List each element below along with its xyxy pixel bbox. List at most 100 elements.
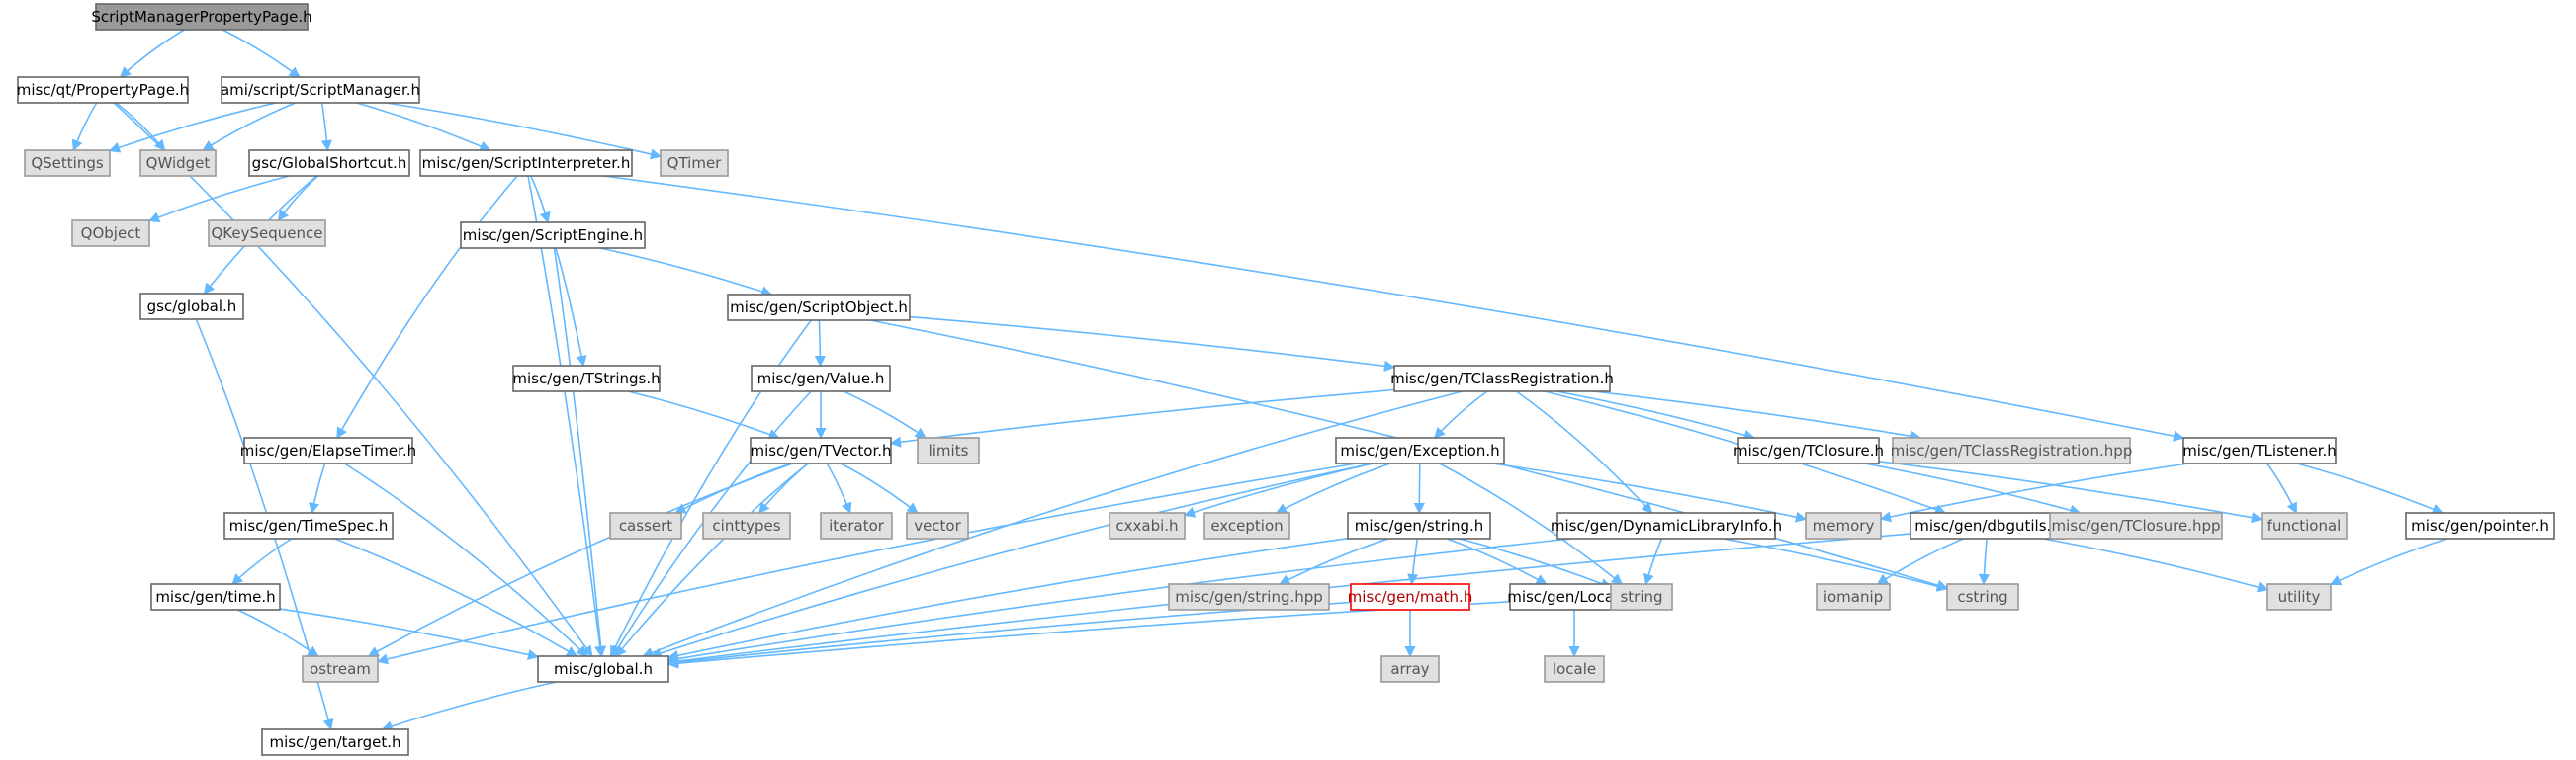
node-label: misc/gen/TListener.h — [2182, 442, 2337, 460]
node-math[interactable]: misc/gen/math.h — [1348, 583, 1473, 611]
node-gstring[interactable]: misc/gen/string.h — [1347, 512, 1491, 540]
node-gscglobal[interactable]: gsc/global.h — [139, 293, 244, 320]
edge-globalshortcut-to-qkeysequence — [277, 175, 319, 221]
node-box — [221, 76, 420, 104]
node-scriptobject[interactable]: misc/gen/ScriptObject.h — [727, 294, 911, 321]
node-box — [419, 149, 633, 177]
node-elapsetimer[interactable]: misc/gen/ElapseTimer.h — [240, 437, 416, 464]
edge-propertypage-to-qwidget — [115, 102, 166, 151]
node-exception: exception — [1203, 512, 1290, 540]
node-tclosure[interactable]: misc/gen/TClosure.h — [1733, 437, 1884, 464]
node-label: misc/gen/ScriptObject.h — [730, 298, 908, 316]
edge-tclassreg-to-dyninfo — [1516, 390, 1653, 514]
node-label: misc/gen/ScriptInterpreter.h — [422, 154, 631, 172]
node-stringhpp: misc/gen/string.hpp — [1168, 583, 1330, 611]
node-qwidget: QWidget — [139, 149, 217, 177]
node-label: misc/gen/string.hpp — [1175, 588, 1323, 606]
node-box — [1393, 365, 1611, 392]
node-qkeysequence: QKeySequence — [208, 219, 326, 247]
edge-exception_h-to-cxxabi — [1183, 463, 1374, 518]
node-globalshortcut[interactable]: gsc/GlobalShortcut.h — [248, 149, 410, 177]
edge-gstring-to-locale_h — [1447, 538, 1548, 585]
node-box — [302, 655, 379, 683]
node-tclassreg[interactable]: misc/gen/TClassRegistration.h — [1390, 365, 1614, 392]
node-box — [512, 365, 661, 392]
edge-elapsetimer-to-timespec — [309, 463, 326, 515]
node-cxxabi: cxxabi.h — [1109, 512, 1186, 540]
edge-dyninfo-to-cstring — [1723, 538, 1949, 592]
node-cinttypes: cinttypes — [702, 512, 791, 540]
node-box — [1556, 512, 1776, 540]
node-functional: functional — [2261, 512, 2348, 540]
node-label: misc/gen/DynamicLibraryInfo.h — [1551, 517, 1782, 535]
node-box — [1805, 512, 1882, 540]
node-label: misc/gen/time.h — [155, 588, 275, 606]
node-label: misc/gen/TimeSpec.h — [229, 517, 389, 535]
edge-value-to-limits — [843, 390, 927, 439]
node-box — [660, 149, 729, 177]
edge-root-to-scriptmanager — [222, 29, 301, 78]
edge-scriptobject-to-tclassreg — [909, 315, 1396, 372]
node-scriptengine[interactable]: misc/gen/ScriptEngine.h — [460, 221, 646, 249]
edge-tclassreg-to-tclosure — [1556, 390, 1755, 441]
nodes-layer: ScriptManagerPropertyPage.h misc/qt/Prope… — [17, 3, 2555, 756]
node-tstrings[interactable]: misc/gen/TStrings.h — [512, 365, 661, 392]
edge-scriptengine-to-scriptobject — [599, 247, 773, 297]
node-label: cassert — [619, 517, 672, 535]
edge-tvector-to-cinttypes — [758, 463, 809, 514]
node-cassert: cassert — [609, 512, 682, 540]
edge-tstrings-to-tvector — [628, 390, 780, 440]
node-box — [1910, 512, 2066, 540]
node-target[interactable]: misc/gen/target.h — [261, 728, 409, 756]
node-tvector[interactable]: misc/gen/TVector.h — [750, 437, 892, 464]
node-time[interactable]: misc/gen/time.h — [150, 583, 281, 611]
edge-tclassreg-to-miscglobal — [642, 390, 1464, 658]
node-label: locale — [1553, 660, 1596, 678]
node-box — [1892, 437, 2131, 464]
node-box — [1610, 583, 1673, 611]
edge-elapsetimer-to-miscglobal — [343, 463, 588, 657]
node-pointer[interactable]: misc/gen/pointer.h — [2405, 512, 2555, 540]
edge-tvector-to-ostream — [367, 463, 793, 657]
node-tlistener[interactable]: misc/gen/TListener.h — [2182, 437, 2337, 464]
node-value[interactable]: misc/gen/Value.h — [751, 365, 891, 392]
node-label: functional — [2267, 517, 2342, 535]
node-propertypage[interactable]: misc/qt/PropertyPage.h — [17, 76, 189, 104]
node-label: misc/global.h — [554, 660, 653, 678]
edge-timespec-to-miscglobal — [334, 538, 578, 657]
node-scriptmanager[interactable]: ami/script/ScriptManager.h — [221, 76, 420, 104]
node-box — [95, 3, 309, 31]
node-box — [261, 728, 409, 756]
node-timespec[interactable]: misc/gen/TimeSpec.h — [223, 512, 394, 540]
node-box — [460, 221, 646, 249]
node-exception_h[interactable]: misc/gen/Exception.h — [1335, 437, 1505, 464]
node-label: misc/gen/dbgutils.h — [1914, 517, 2061, 535]
node-ostream: ostream — [302, 655, 379, 683]
edge-scriptinterpreter-to-tlistener — [603, 175, 2185, 442]
node-box — [1946, 583, 2019, 611]
node-dbgutils[interactable]: misc/gen/dbgutils.h — [1910, 512, 2066, 540]
node-box — [727, 294, 911, 321]
node-box — [917, 437, 980, 464]
node-dyninfo[interactable]: misc/gen/DynamicLibraryInfo.h — [1551, 512, 1782, 540]
node-box — [1347, 512, 1491, 540]
edge-tlistener-to-functional — [2266, 463, 2298, 515]
node-miscglobal[interactable]: misc/global.h — [537, 655, 669, 683]
node-box — [537, 655, 669, 683]
node-label: QWidget — [146, 154, 211, 172]
node-label: iterator — [829, 517, 885, 535]
node-iterator: iterator — [820, 512, 893, 540]
edge-exception_h-to-memory — [1492, 463, 1808, 523]
edge-tclassreg-to-exception_h — [1434, 390, 1488, 439]
node-label: misc/gen/TClassRegistration.hpp — [1891, 442, 2133, 460]
node-scriptinterpreter[interactable]: misc/gen/ScriptInterpreter.h — [419, 149, 633, 177]
node-box — [139, 149, 217, 177]
node-label: misc/gen/pointer.h — [2411, 517, 2549, 535]
node-root[interactable]: ScriptManagerPropertyPage.h — [91, 3, 312, 31]
node-label: misc/gen/string.h — [1355, 517, 1484, 535]
node-label: memory — [1813, 517, 1875, 535]
node-box — [223, 512, 394, 540]
edge-tclassreg-to-tclassreghpp — [1592, 390, 1922, 442]
node-box — [1109, 512, 1186, 540]
node-label: ami/script/ScriptManager.h — [221, 81, 420, 99]
